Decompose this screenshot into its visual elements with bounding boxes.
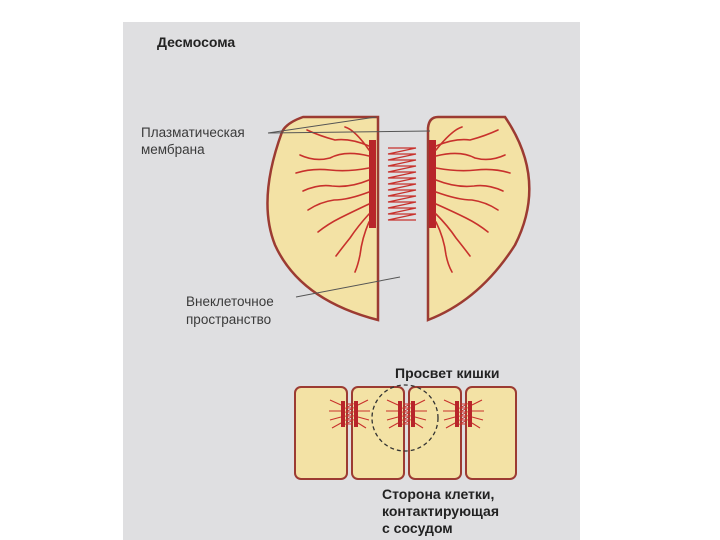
cell-2 [352, 387, 404, 479]
cadherin-linkers [388, 148, 416, 220]
vessel-side-label-line3: с сосудом [382, 520, 453, 537]
epithelium-row [295, 387, 516, 479]
extracellular-label-line2: пространство [186, 311, 271, 328]
lumen-label: Просвет кишки [395, 365, 499, 382]
vessel-side-label-line1: Сторона клетки, [382, 486, 494, 503]
diagram-title: Десмосома [157, 34, 235, 51]
membrane-label-line1: Плазматическая [141, 124, 245, 141]
vessel-side-label-line2: контактирующая [382, 503, 499, 520]
right-cell [428, 117, 529, 320]
cell-1 [295, 387, 347, 479]
left-cell [267, 117, 378, 320]
extracellular-label-line1: Внеклеточное [186, 293, 274, 310]
left-plaque [369, 140, 376, 228]
membrane-label-line2: мембрана [141, 141, 205, 158]
cell-4 [466, 387, 516, 479]
right-plaque [429, 140, 436, 228]
